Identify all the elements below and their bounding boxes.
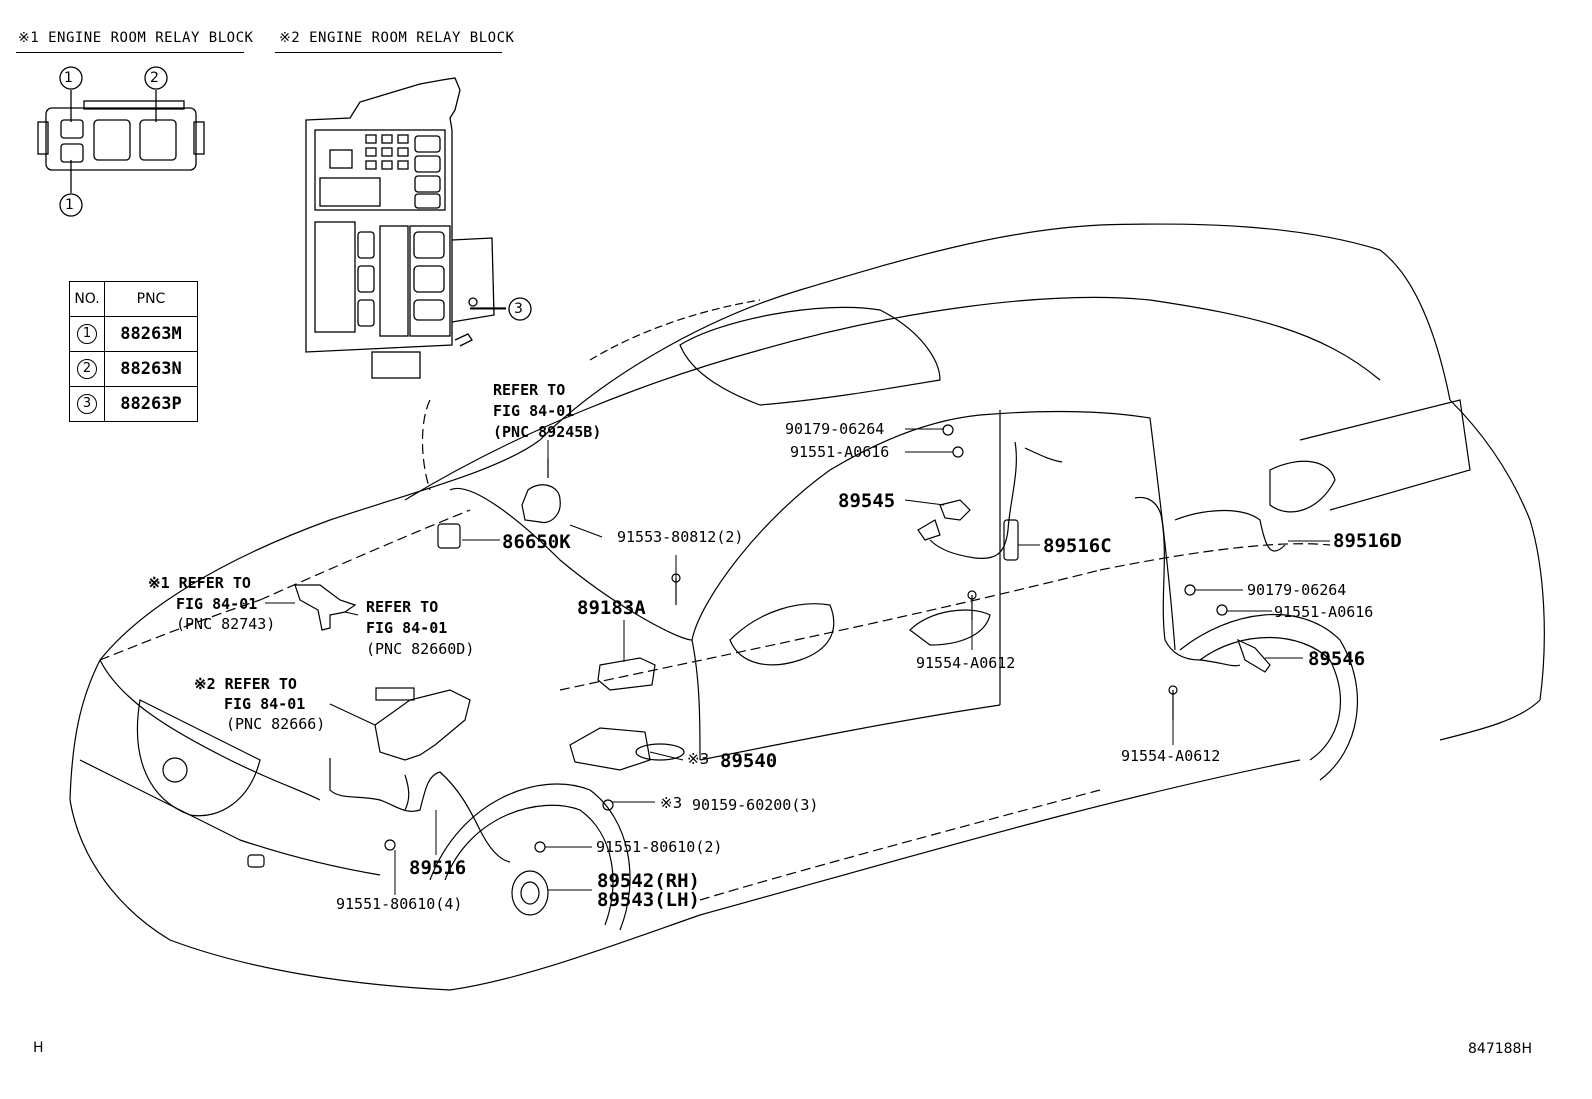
part-label-90179-lower: 90179-06264 bbox=[1247, 581, 1347, 599]
part-label-91551-80610-2: 91551-80610(2) bbox=[596, 838, 723, 856]
refer-relay2-line2: FIG 84-01 bbox=[224, 695, 306, 713]
parts-drawings bbox=[294, 424, 1286, 916]
part-label-91551-a0616-lower: 91551-A0616 bbox=[1274, 603, 1374, 621]
refer-relay1-line1: ※1 REFER TO bbox=[148, 574, 251, 592]
refer-82660d-line2: FIG 84-01 bbox=[366, 619, 448, 637]
table-row: 1 88263M bbox=[69, 316, 198, 352]
relay-block-2-underline bbox=[275, 52, 502, 53]
refer-relay1-line3: (PNC 82743) bbox=[176, 615, 276, 633]
row-pnc: 88263M bbox=[104, 316, 198, 352]
part-label-91553: 91553-80812(2) bbox=[617, 528, 744, 546]
part-label-89516: 89516 bbox=[409, 857, 467, 879]
corner-code-left: H bbox=[33, 1040, 44, 1056]
figure-number: 847188H bbox=[1468, 1041, 1532, 1057]
callout-3: 3 bbox=[514, 301, 523, 317]
relay-block-1-header: ※1 ENGINE ROOM RELAY BLOCK bbox=[18, 30, 254, 46]
part-label-89546: 89546 bbox=[1308, 648, 1366, 670]
table-header-row: NO. PNC bbox=[69, 281, 198, 317]
refer-relay1-line2: FIG 84-01 bbox=[176, 595, 258, 613]
part-label-90159: 90159-60200(3) bbox=[692, 796, 819, 814]
part-label-91551-a0616-upper: 91551-A0616 bbox=[790, 443, 890, 461]
table-row: 3 88263P bbox=[69, 386, 198, 422]
table-row: 2 88263N bbox=[69, 351, 198, 387]
refer-airbag-line3: (PNC 89245B) bbox=[493, 423, 602, 441]
part-label-86650k: 86650K bbox=[502, 531, 571, 553]
part-label-89543: 89543(LH) bbox=[597, 889, 700, 911]
callout-1-top: 1 bbox=[64, 70, 73, 86]
refer-airbag-line1: REFER TO bbox=[493, 381, 566, 399]
pnc-table: NO. PNC 1 88263M 2 88263N 3 88263P bbox=[69, 281, 198, 422]
relay-block-1-underline bbox=[16, 52, 244, 53]
row-no: 1 bbox=[77, 324, 97, 344]
callout-2: 2 bbox=[150, 70, 159, 86]
part-label-89542: 89542(RH) bbox=[597, 870, 700, 892]
leader-lines bbox=[265, 308, 1330, 895]
refer-82660d-line1: REFER TO bbox=[366, 598, 439, 616]
part-label-91551-80610-4: 91551-80610(4) bbox=[336, 895, 463, 913]
car-outline bbox=[69, 223, 1545, 991]
relay-block-1-drawing bbox=[37, 90, 205, 193]
part-90159-note-mark: ※3 bbox=[660, 794, 683, 812]
part-label-89516d: 89516D bbox=[1333, 530, 1402, 552]
callout-1-bottom: 1 bbox=[65, 197, 74, 213]
refer-relay2-line1: ※2 REFER TO bbox=[194, 675, 297, 693]
callout-circles-relay1 bbox=[59, 66, 168, 217]
col-no-header: NO. bbox=[69, 281, 105, 317]
relay-block-2-header: ※2 ENGINE ROOM RELAY BLOCK bbox=[279, 30, 515, 46]
part-label-89540: 89540 bbox=[720, 750, 778, 772]
part-label-91554-lower: 91554-A0612 bbox=[1121, 747, 1221, 765]
refer-82660d-line3: (PNC 82660D) bbox=[366, 640, 475, 658]
part-label-91554-upper: 91554-A0612 bbox=[916, 654, 1016, 672]
callout-circle-3 bbox=[508, 297, 532, 321]
row-pnc: 88263P bbox=[104, 386, 198, 422]
col-pnc-header: PNC bbox=[104, 281, 198, 317]
refer-relay2-line3: (PNC 82666) bbox=[226, 715, 326, 733]
relay-block-2-drawing bbox=[305, 77, 506, 379]
refer-airbag-line2: FIG 84-01 bbox=[493, 402, 575, 420]
part-label-89516c: 89516C bbox=[1043, 535, 1112, 557]
row-no: 3 bbox=[77, 394, 97, 414]
part-label-89545: 89545 bbox=[838, 490, 896, 512]
part-89540-note-mark: ※3 bbox=[687, 750, 710, 768]
part-label-90179-upper: 90179-06264 bbox=[785, 420, 885, 438]
row-pnc: 88263N bbox=[104, 351, 198, 387]
part-label-89183a: 89183A bbox=[577, 597, 646, 619]
row-no: 2 bbox=[77, 359, 97, 379]
